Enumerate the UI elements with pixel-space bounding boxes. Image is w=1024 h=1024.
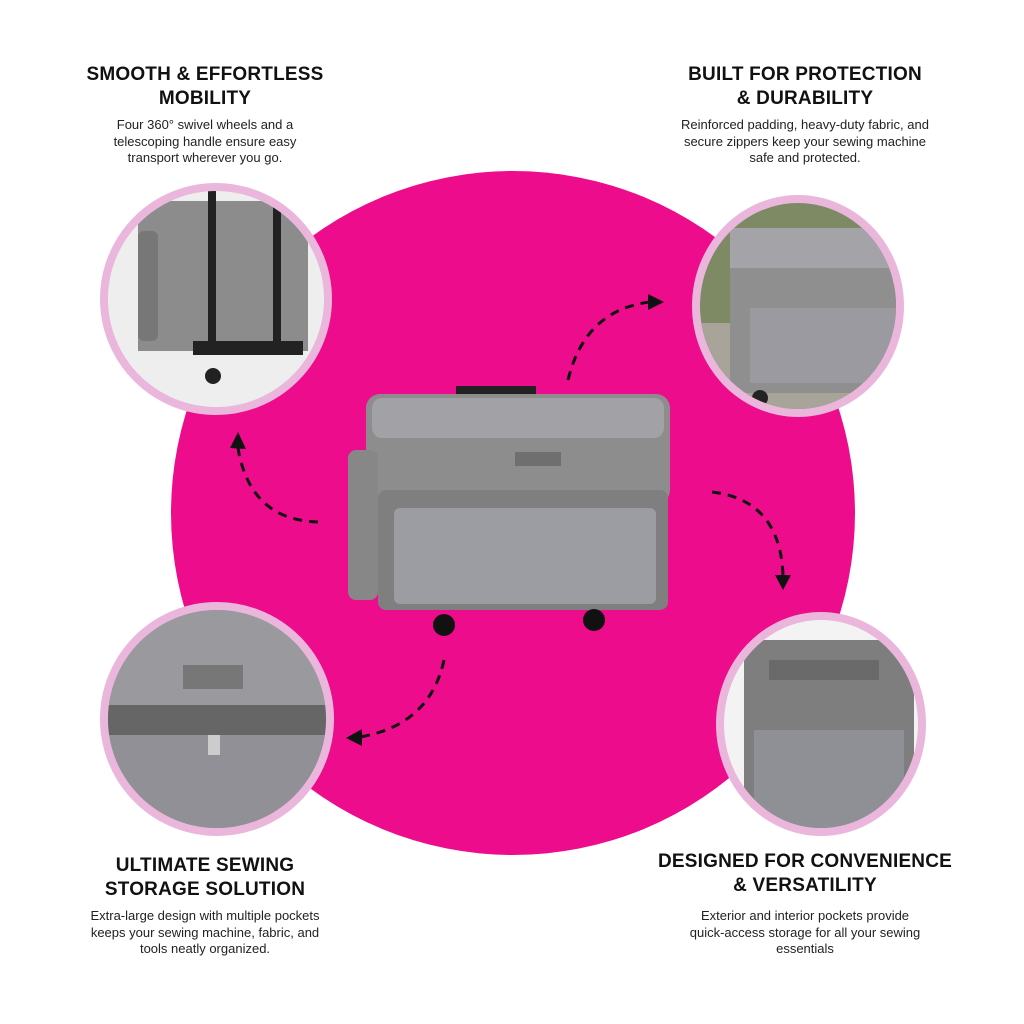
feature-description: Four 360° swivel wheels and a telescopin… <box>113 117 297 165</box>
feature-title: DESIGNED FOR CONVENIENCE& VERSATILITY <box>657 851 953 896</box>
arrow-to-mobility <box>236 447 319 524</box>
feature-description: Extra-large design with multiple pockets… <box>90 908 320 956</box>
feature-description: Reinforced padding, heavy-duty fabric, a… <box>681 117 929 165</box>
arrow-to-protection <box>566 300 651 381</box>
side-pocket-photo <box>716 612 926 836</box>
feature-title: BUILT FOR PROTECTION& DURABILITY <box>688 64 922 109</box>
bag-outdoor-photo <box>692 195 904 417</box>
sewing-machine-trolley-bag <box>348 386 670 636</box>
arrow-to-storage <box>359 659 446 739</box>
arrow-to-convenience <box>711 490 785 576</box>
feature-description: Exterior and interior pockets provide qu… <box>689 908 921 956</box>
feature-convenience: DESIGNED FOR CONVENIENCE& VERSATILITY Ex… <box>635 850 975 958</box>
feature-protection: BUILT FOR PROTECTION& DURABILITY Reinfor… <box>655 63 955 167</box>
wheels-handle-photo <box>100 183 332 415</box>
